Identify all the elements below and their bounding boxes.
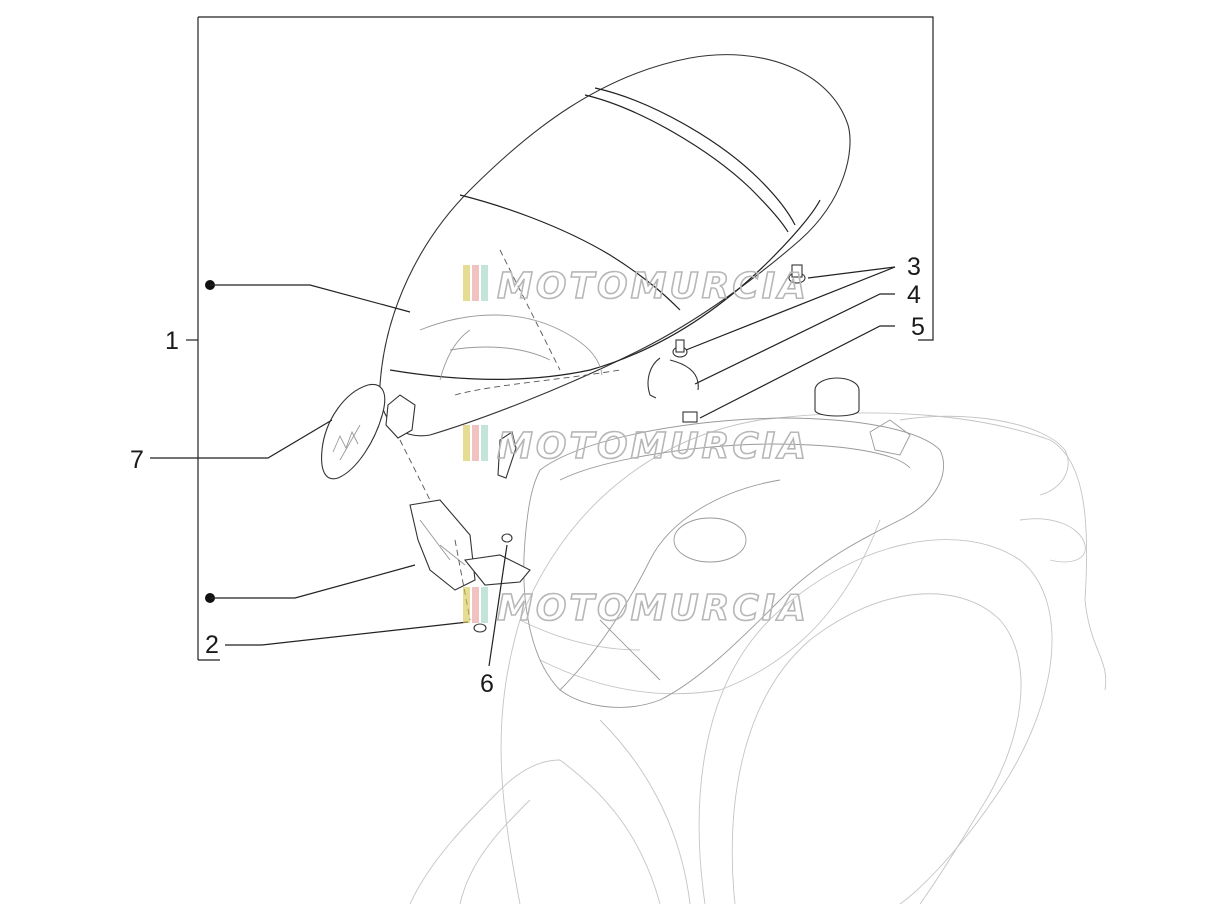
callout-6: 6 [480,670,494,698]
seat-hinge [409,499,531,633]
fuel-cap [814,377,911,456]
callout-1: 1 [165,327,179,355]
watermark-flag-stripe-1 [463,425,470,461]
rubber-buffer [497,264,806,479]
callout-5: 5 [911,313,925,341]
assembly-bracket [186,16,934,661]
callout-4: 4 [907,281,921,309]
callout-7: 7 [130,446,144,474]
watermark-flag-stripe-2 [472,587,479,623]
watermark-flag-stripe-3 [481,587,488,623]
seat-emblem [321,383,386,480]
watermark-flag-stripe-1 [463,587,470,623]
watermark-top: MOTOMURCIA [463,265,809,308]
seat [379,54,851,521]
watermark-flag-stripe-2 [472,265,479,301]
callout-2: 2 [205,631,219,659]
watermark-flag-stripe-3 [481,265,488,301]
watermark-flag-stripe-3 [481,425,488,461]
watermark-text: MOTOMURCIA [497,588,809,629]
leader-lines [150,266,896,667]
watermark-flag-stripe-2 [472,425,479,461]
callout-3: 3 [907,253,921,281]
watermark-flag-stripe-1 [463,265,470,301]
watermark-bottom: MOTOMURCIA [463,587,809,630]
scooter-body [409,377,1107,904]
watermark-middle: MOTOMURCIA [463,425,809,468]
watermark-text: MOTOMURCIA [497,426,809,467]
watermark-text: MOTOMURCIA [497,266,809,307]
